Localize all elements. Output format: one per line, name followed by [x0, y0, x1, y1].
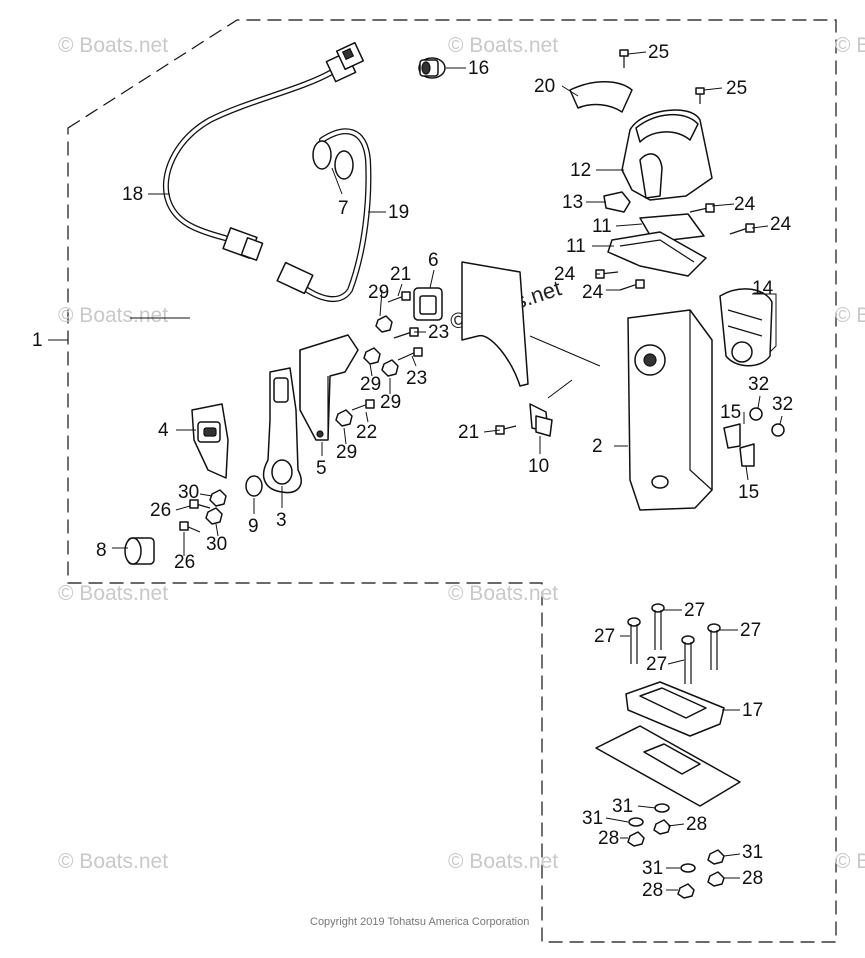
- leader-lines: [48, 51, 783, 891]
- watermark: © Boats.net: [835, 34, 865, 57]
- control-box-part-2: [627, 309, 713, 511]
- callout-29c: 29: [380, 392, 401, 413]
- callout-27a: 27: [684, 600, 705, 621]
- callout-15b: 15: [738, 482, 759, 503]
- callout-3: 3: [276, 510, 287, 531]
- callout-6: 6: [428, 250, 439, 271]
- nuts: [205, 315, 785, 525]
- callout-31c: 31: [742, 842, 763, 863]
- long-bolts-27: [627, 603, 721, 684]
- callout-4: 4: [158, 420, 169, 441]
- callout-14: 14: [752, 278, 774, 299]
- callout-21b: 21: [458, 422, 479, 443]
- callout-24a: 24: [734, 194, 756, 215]
- callout-12: 12: [570, 160, 591, 181]
- callout-29a: 29: [368, 282, 389, 303]
- callout-11a: 11: [592, 216, 612, 237]
- callout-20: 20: [534, 76, 555, 97]
- callout-27b: 27: [594, 626, 615, 647]
- callout-11b: 11: [566, 236, 586, 257]
- callout-24c: 24: [554, 264, 576, 285]
- callout-7: 7: [338, 198, 349, 219]
- bracket-part-11: [607, 213, 707, 277]
- watermark: © Boats.net: [58, 582, 168, 605]
- switch-harness-part: [276, 128, 372, 302]
- callout-18: 18: [122, 184, 143, 205]
- callout-5: 5: [316, 458, 327, 479]
- callout-8: 8: [96, 540, 107, 561]
- knob-part-8: [124, 537, 155, 565]
- callout-16: 16: [468, 58, 489, 79]
- callout-28b: 28: [598, 828, 619, 849]
- callout-27d: 27: [646, 654, 667, 675]
- clip-part-13: [603, 191, 631, 213]
- base-plate: [595, 725, 741, 807]
- callout-17: 17: [742, 700, 763, 721]
- gasket-sheet: [461, 261, 529, 387]
- lever-bracket-part-5: [299, 334, 359, 441]
- callout-21a: 21: [390, 264, 411, 285]
- bracket-part-14: [719, 288, 773, 367]
- watermark: © Boats.net: [448, 34, 558, 57]
- callout-24d: 24: [582, 282, 604, 303]
- callout-28d: 28: [642, 880, 663, 901]
- copyright-text: Copyright 2019 Tohatsu America Corporati…: [310, 916, 529, 928]
- callout-23b: 23: [406, 368, 427, 389]
- callout-1: 1: [32, 330, 43, 351]
- callout-10: 10: [528, 456, 549, 477]
- assembly-boundary: [67, 19, 837, 943]
- clip-part-15: [723, 423, 755, 467]
- watermark: © Boats.net: [835, 850, 865, 873]
- clip-part-10: [529, 403, 553, 437]
- plug-part-16: [418, 57, 446, 79]
- callout-26b: 26: [174, 552, 195, 573]
- callout-27c: 27: [740, 620, 761, 641]
- cover-part-12: [621, 109, 713, 201]
- callout-13: 13: [562, 192, 583, 213]
- watermark: © Boats.net: [448, 850, 558, 873]
- callout-26a: 26: [150, 500, 171, 521]
- callout-28a: 28: [686, 814, 707, 835]
- callout-31a: 31: [612, 796, 633, 817]
- callout-28c: 28: [742, 868, 763, 889]
- callout-29d: 29: [336, 442, 357, 463]
- gasket-frame-part-17: [625, 681, 725, 737]
- callout-29b: 29: [360, 374, 381, 395]
- callout-2: 2: [592, 436, 603, 457]
- watermark: © Boats.net: [58, 34, 168, 57]
- callout-31d: 31: [642, 858, 663, 879]
- plate-part-20: [569, 81, 633, 113]
- callout-30b: 30: [206, 534, 227, 555]
- wiring-harness-part: [162, 41, 365, 261]
- callout-22: 22: [356, 422, 377, 443]
- lever-arm-part-3: [262, 367, 302, 494]
- washer-part-9: [245, 475, 263, 497]
- watermark: © Boats.net: [58, 850, 168, 873]
- callout-32b: 32: [772, 394, 793, 415]
- callout-25a: 25: [648, 42, 669, 63]
- grommet-part-6: [413, 287, 443, 321]
- callout-9: 9: [248, 516, 259, 537]
- callout-30a: 30: [178, 482, 199, 503]
- watermark: © Boats.net: [835, 304, 865, 327]
- callout-32a: 32: [748, 374, 769, 395]
- handle-part-4: [191, 403, 229, 479]
- callout-31b: 31: [582, 808, 603, 829]
- lower-hardware: [627, 803, 725, 899]
- watermark: © Boats.net: [58, 304, 168, 327]
- callout-25b: 25: [726, 78, 747, 99]
- callout-15a: 15: [720, 402, 741, 423]
- callout-labels: 1 2 3 4 5 6 7 8 9 10 11 11 12 13 14 15 1…: [32, 42, 793, 901]
- callout-23a: 23: [428, 322, 449, 343]
- callout-19: 19: [388, 202, 409, 223]
- watermark: © Boats.net: [448, 582, 558, 605]
- callout-24b: 24: [770, 214, 792, 235]
